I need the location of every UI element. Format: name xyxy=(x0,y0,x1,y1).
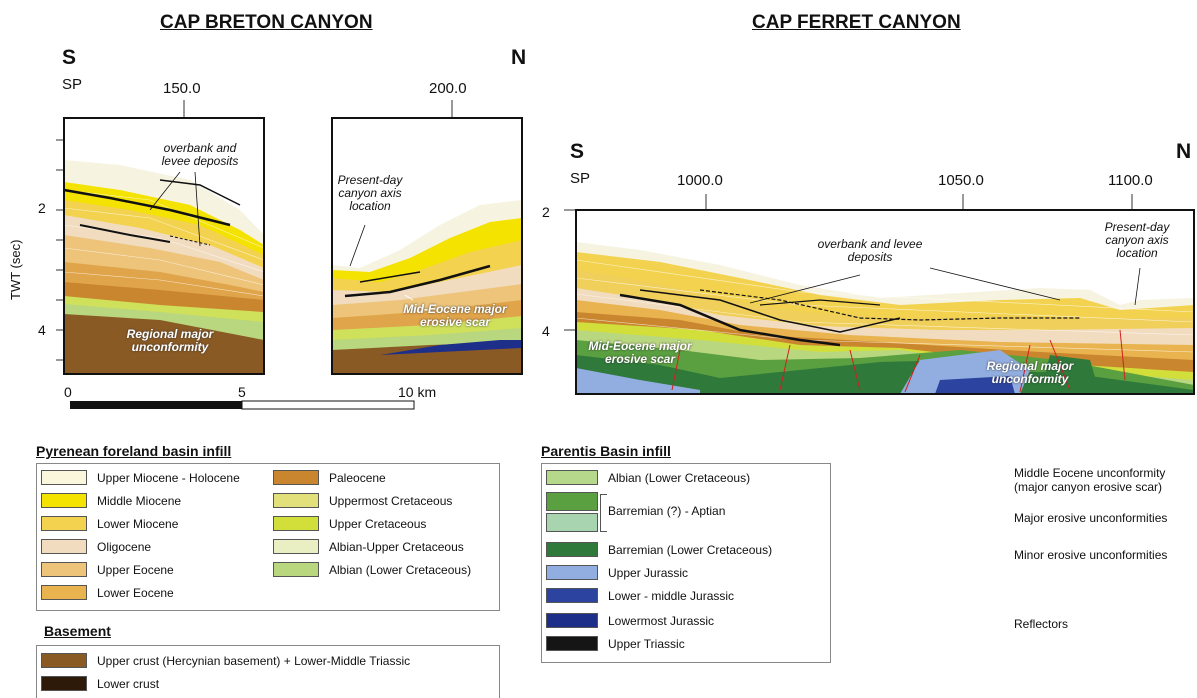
scale-bar xyxy=(70,400,415,410)
legend-item: Upper crust (Hercynian basement) + Lower… xyxy=(41,651,410,669)
right-dir-south: S xyxy=(570,140,585,163)
legend-swatch xyxy=(546,636,598,652)
scale-tick-10: 10 km xyxy=(398,384,437,400)
legend-item: Lower - middle Jurassic xyxy=(546,586,734,604)
legend-pyrenean-title: Pyrenean foreland basin infill xyxy=(36,443,232,459)
legend-swatch xyxy=(273,470,319,486)
left-sp-label: SP xyxy=(62,76,83,93)
legend-item: Lower Eocene xyxy=(41,583,174,601)
legend-swatch xyxy=(546,588,598,604)
left-ann-regional: Regional major unconformity xyxy=(126,327,214,354)
legend-item: Lower crust xyxy=(41,674,159,692)
left-ann-present-day: Present-day canyon axis location xyxy=(337,173,403,213)
legend-swatch xyxy=(41,493,87,509)
legend-item: Barremian (Lower Cretaceous) xyxy=(546,540,772,558)
left-sp-tick-200: 200.0 xyxy=(429,80,467,97)
legend-swatch xyxy=(546,492,598,511)
legend-swatch xyxy=(546,513,598,532)
legend-item: Lowermost Jurassic xyxy=(546,611,714,629)
right-y-tick-4: 4 xyxy=(542,323,550,339)
legend-bracket xyxy=(600,494,607,532)
legend-line-reflectors: Reflectors xyxy=(1014,617,1069,631)
legend-swatch xyxy=(273,539,319,555)
left-dir-south: S xyxy=(62,46,77,69)
right-ann-overbank: overbank and levee deposits xyxy=(817,237,923,264)
legend-item: Lower Miocene xyxy=(41,514,178,532)
legend-swatch xyxy=(41,585,87,601)
left-axis-ticks xyxy=(56,100,453,361)
left-dir-north: N xyxy=(511,46,527,69)
legend-swatch xyxy=(41,653,87,669)
right-sp-label: SP xyxy=(570,170,591,187)
legend-parentis-title: Parentis Basin infill xyxy=(541,443,671,459)
legend-swatch xyxy=(41,676,87,692)
scale-tick-5: 5 xyxy=(238,384,246,400)
legend-item: Paleocene xyxy=(273,468,386,486)
legend-parentis-box: Albian (Lower Cretaceous) Barremian (?) … xyxy=(541,463,831,663)
legend-basement-title: Basement xyxy=(44,623,111,639)
legend-basement-box: Upper crust (Hercynian basement) + Lower… xyxy=(36,645,500,698)
right-ann-regional: Regional major unconformity xyxy=(986,359,1074,386)
legend-item: Upper Jurassic xyxy=(546,563,688,581)
right-ann-present-day: Present-day canyon axis location xyxy=(1104,220,1170,260)
legend-item: Albian (Lower Cretaceous) xyxy=(546,468,750,486)
left-y-tick-2: 2 xyxy=(38,200,46,216)
left-y-tick-4: 4 xyxy=(38,322,46,338)
left-sp-tick-150: 150.0 xyxy=(163,80,201,97)
right-dir-north: N xyxy=(1176,140,1192,163)
right-sp-tick-1050: 1050.0 xyxy=(938,172,984,189)
legend-swatch xyxy=(41,470,87,486)
legend-line-major: Major erosive unconformities xyxy=(1014,511,1168,525)
legend-swatch xyxy=(41,562,87,578)
right-y-tick-2: 2 xyxy=(542,204,550,220)
legend-line-mid-eocene: Middle Eocene unconformity (major canyon… xyxy=(1014,466,1166,494)
legend-item: Upper Miocene - Holocene xyxy=(41,468,240,486)
legend-barremian-aptian-swatches xyxy=(546,492,598,532)
legend-item-label: Barremian (?) - Aptian xyxy=(608,504,726,518)
legend-item: Albian (Lower Cretaceous) xyxy=(273,560,471,578)
left-ann-overbank: overbank and levee deposits xyxy=(161,141,239,168)
legend-swatch xyxy=(546,565,598,581)
right-sp-tick-1000: 1000.0 xyxy=(677,172,723,189)
right-sp-tick-1100: 1100.0 xyxy=(1108,172,1153,189)
scale-tick-0: 0 xyxy=(64,384,72,400)
legend-swatch xyxy=(546,613,598,629)
legend-swatch xyxy=(273,493,319,509)
cross-sections-svg xyxy=(56,100,1195,410)
right-ann-mid-eocene: Mid-Eocene major erosive scar xyxy=(588,339,692,366)
legend-item: Albian-Upper Cretaceous xyxy=(273,537,464,555)
legend-swatch xyxy=(546,470,598,486)
title-cap-ferret: CAP FERRET CANYON xyxy=(752,12,961,33)
legend-item: Upper Eocene xyxy=(41,560,174,578)
title-cap-breton: CAP BRETON CANYON xyxy=(160,12,373,33)
cap-ferret-panel xyxy=(564,194,1195,395)
legend-line-minor: Minor erosive unconformities xyxy=(1014,548,1168,562)
cap-breton-panel-b xyxy=(331,117,523,375)
legend-item: Oligocene xyxy=(41,537,151,555)
legend-item: Middle Miocene xyxy=(41,491,181,509)
legend-swatch xyxy=(273,562,319,578)
legend-pyrenean-box: Upper Miocene - Holocene Middle Miocene … xyxy=(36,463,500,611)
legend-swatch xyxy=(41,539,87,555)
legend-item: Upper Cretaceous xyxy=(273,514,426,532)
legend-item: Uppermost Cretaceous xyxy=(273,491,452,509)
legend-item: Upper Triassic xyxy=(546,634,685,652)
legend-swatch xyxy=(273,516,319,532)
left-ann-mid-eocene: Mid-Eocene major erosive scar xyxy=(403,302,507,329)
legend-swatch xyxy=(546,542,598,558)
cap-breton-panel-a xyxy=(63,117,265,375)
legend-swatch xyxy=(41,516,87,532)
